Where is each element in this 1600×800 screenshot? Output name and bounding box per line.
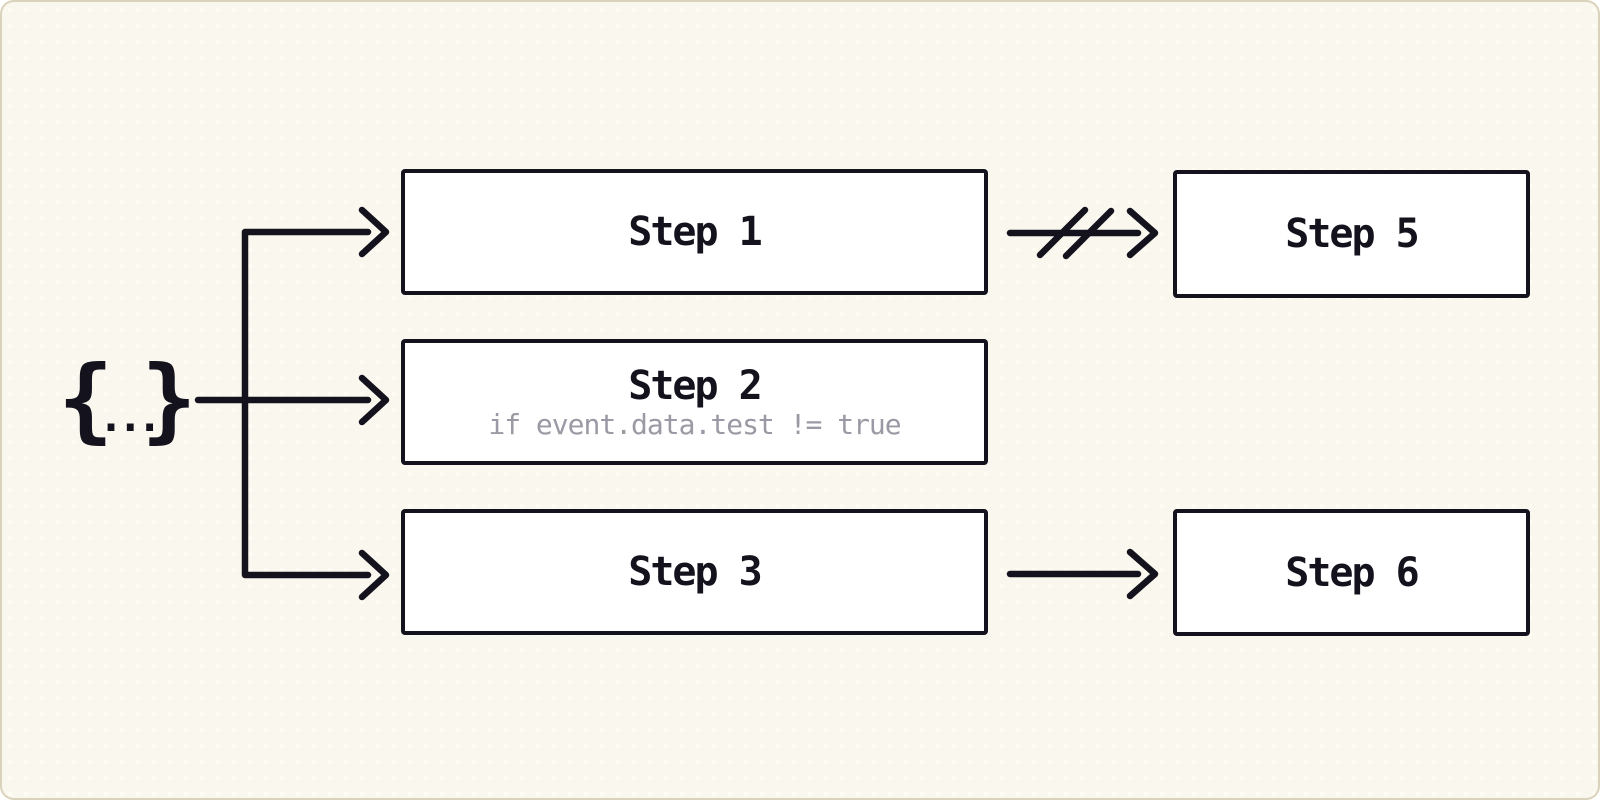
continue-arrowhead-icon <box>1126 548 1159 600</box>
blocked-arrowhead-icon <box>1126 207 1159 259</box>
step-5-node: Step 5 <box>1173 170 1530 298</box>
arrowhead-to-step1-icon <box>358 206 390 258</box>
step-2-label: Step 2 <box>628 362 762 409</box>
step-6-node: Step 6 <box>1173 509 1530 636</box>
step-6-label: Step 6 <box>1285 549 1419 596</box>
step-2-condition: if event.data.test != true <box>488 407 901 441</box>
blocked-slash-1-icon <box>1036 206 1089 259</box>
brace-right: } <box>141 346 197 453</box>
step-3-label: Step 3 <box>628 549 762 595</box>
fanout-trunk-line <box>241 228 372 579</box>
event-payload-braces-icon: {...} <box>58 354 197 472</box>
step-1-node: Step 1 <box>401 169 988 295</box>
step-1-label: Step 1 <box>628 209 762 255</box>
brace-left: { <box>58 346 114 453</box>
arrowhead-to-step2-icon <box>358 374 390 426</box>
step-2-node: Step 2 if event.data.test != true <box>401 339 988 465</box>
step-3-node: Step 3 <box>401 509 988 635</box>
step-5-label: Step 5 <box>1285 211 1419 257</box>
arrowhead-to-step3-icon <box>358 549 390 601</box>
payload-dots: ... <box>98 392 162 441</box>
blocked-slash-2-icon <box>1062 207 1115 260</box>
